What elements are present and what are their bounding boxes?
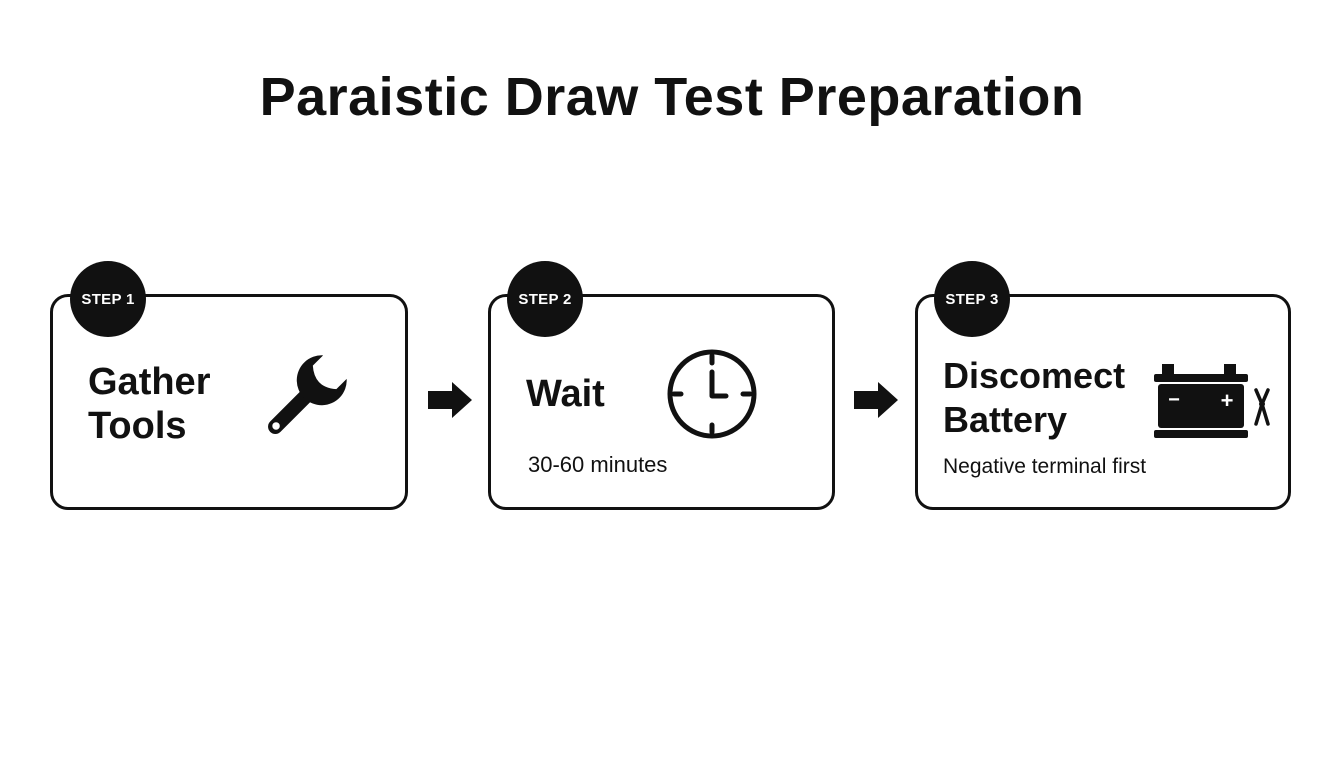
- step-3-subtitle: Negative terminal first: [943, 455, 1147, 478]
- step-3-badge: STEP 3: [934, 261, 1010, 337]
- page-title: Paraistic Draw Test Preparation: [259, 67, 1085, 127]
- battery-minus-label: −: [1168, 389, 1180, 411]
- wrench-icon: [268, 355, 347, 434]
- battery-plus-label: +: [1221, 388, 1234, 413]
- clock-icon: [667, 349, 757, 439]
- step-1-badge: STEP 1: [70, 261, 146, 337]
- right-arrow-icon: [428, 382, 472, 418]
- clamp-icon: [1254, 388, 1270, 426]
- step-2-badge: STEP 2: [507, 261, 583, 337]
- step-1-heading: Gather Tools: [88, 361, 211, 447]
- right-arrow-icon: [854, 382, 898, 418]
- battery-icon: − +: [1154, 364, 1248, 438]
- step-3-heading: Discomect Battery: [943, 355, 1126, 440]
- step-2-subtitle: 30-60 minutes: [528, 452, 668, 477]
- step-2-card: [488, 294, 835, 510]
- step-2-heading: Wait: [526, 373, 605, 415]
